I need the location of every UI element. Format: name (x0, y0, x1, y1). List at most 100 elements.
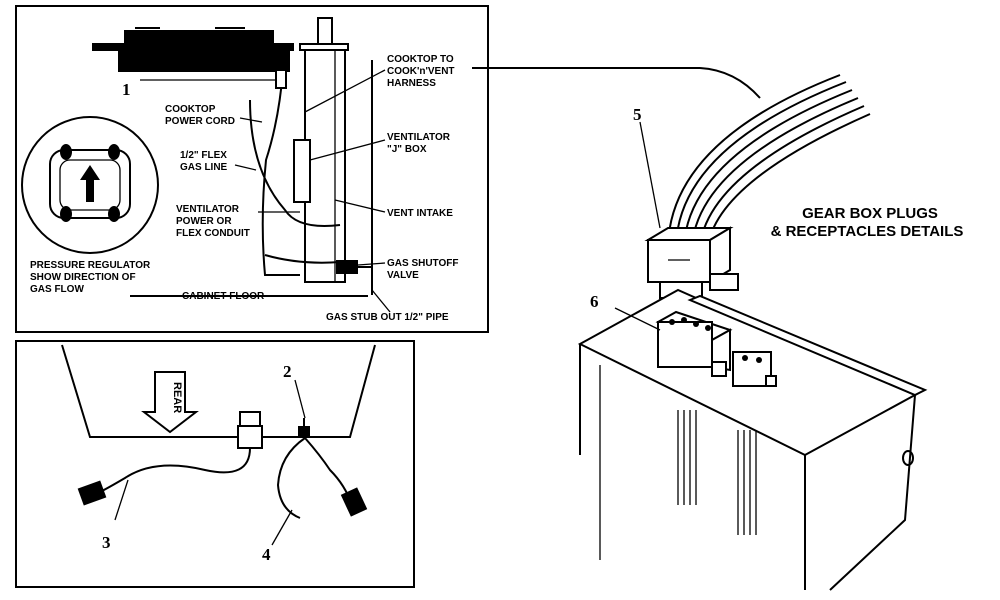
detail-title-2: & RECEPTACLES DETAILS (771, 223, 964, 240)
label-j-box-1: VENTILATOR (387, 132, 451, 143)
label-gas-shutoff-2: VALVE (387, 270, 419, 281)
regulator-circle (21, 116, 159, 254)
pin-hole (742, 355, 748, 361)
leader-power-cord (239, 117, 263, 123)
gear-box-right-edge (829, 394, 916, 591)
cable-wire (699, 105, 865, 246)
callout-4: 4 (262, 545, 271, 564)
detail-title-1: GEAR BOX PLUGS (802, 205, 938, 222)
gas-shutoff-valve (336, 260, 358, 274)
bottom-panel-frame (15, 340, 415, 588)
pin-hole (693, 321, 699, 327)
leader-2 (294, 379, 306, 419)
regulator-inner (59, 159, 121, 211)
leader-5 (639, 121, 661, 229)
receptacle-6-side (711, 328, 731, 372)
gear-box-hole (902, 450, 914, 466)
label-ventilator-power-3: FLEX CONDUIT (176, 228, 250, 239)
pin-hole (669, 319, 675, 325)
label-cooktop-power-cord-2: POWER CORD (165, 116, 235, 127)
label-cooktop-power-cord-1: COOKTOP (165, 104, 216, 115)
label-gas-stub: GAS STUB OUT 1/2" PIPE (326, 312, 449, 323)
callout-1: 1 (122, 80, 131, 99)
leader-gas-shutoff (357, 262, 386, 266)
j-box (293, 139, 311, 203)
leader-3 (114, 479, 129, 521)
cooktop-top (92, 43, 294, 51)
leader-harness (304, 69, 386, 113)
gear-box-detail: 5 6 GEAR BOX PLUGS & RECEPTACLES DETAILS (472, 67, 964, 591)
label-pressure-regulator-2: SHOW DIRECTION OF (30, 272, 136, 283)
small-receptacle-latch (765, 375, 777, 387)
cable-wire (683, 89, 853, 246)
pin-hole (756, 357, 762, 363)
gas-line-path (249, 99, 341, 227)
plug-5-front (647, 239, 711, 283)
leader-6 (614, 307, 661, 331)
leader-gas-line (234, 164, 257, 171)
receptacle-6-front (657, 321, 713, 368)
receptacle-6-latch (711, 361, 727, 377)
plug-5-side (709, 226, 731, 284)
rear-arrow-icon (141, 371, 199, 434)
regulator-bolt (60, 144, 72, 160)
gear-box-receptacle-6 (655, 310, 777, 387)
harness-leader-curve (699, 67, 761, 99)
label-cabinet-floor: CABINET FLOOR (182, 291, 265, 302)
cable-wire (667, 74, 841, 246)
bottom-panel: REAR 2 3 4 (15, 340, 415, 588)
gear-box-lip (687, 294, 928, 397)
rear-arrow: REAR (141, 371, 199, 434)
cooktop (92, 27, 294, 72)
cable-wire (675, 81, 847, 246)
cord-plug-top (239, 411, 261, 427)
regulator-bolt (108, 144, 120, 160)
harness-cable-bundle (667, 74, 871, 246)
power-cord-path (261, 69, 300, 276)
regulator-bolt (60, 206, 72, 222)
vent-flange (299, 43, 349, 51)
label-harness-3: HARNESS (387, 78, 436, 89)
cooktop-underside (61, 344, 376, 438)
vent-column (293, 17, 373, 295)
cable-wire (691, 97, 859, 246)
label-gas-shutoff-1: GAS SHUTOFF (387, 258, 458, 269)
cooktop-body (118, 50, 290, 72)
cord-4-clamp (298, 426, 310, 438)
label-pressure-regulator-1: PRESSURE REGULATOR (30, 260, 151, 271)
callout-2: 2 (283, 362, 292, 381)
cord-3-path (99, 447, 251, 493)
callout-3: 3 (102, 533, 111, 552)
leader-gas-stub (371, 289, 391, 313)
pin-hole (681, 317, 687, 323)
regulator-bolt (108, 206, 120, 222)
cord-plug-body (237, 425, 263, 449)
leader-4 (271, 509, 293, 546)
ventilator-power-path (264, 254, 341, 264)
pin-hole (705, 325, 711, 331)
callout-5: 5 (633, 105, 642, 124)
leader-j-box (309, 139, 386, 161)
leader-vent-intake (334, 199, 386, 213)
top-panel: 1 COOKTOP POWER CORD 1/2" FLEX GAS LINE … (15, 5, 489, 333)
cord-4-path-b (276, 437, 306, 519)
regulator-body (49, 149, 131, 219)
label-flex-gas-line-2: GAS LINE (180, 162, 228, 173)
power-connector (275, 69, 287, 89)
cooktop-burners (124, 30, 274, 44)
label-harness-2: COOK'n'VENT (387, 66, 455, 77)
label-vent-intake: VENT INTAKE (387, 208, 453, 219)
label-ventilator-power-2: POWER OR (176, 216, 232, 227)
rear-label: REAR (171, 382, 183, 413)
gear-box-plug-5 (644, 226, 739, 299)
gear-box-body (577, 288, 928, 591)
flow-arrow-icon (80, 165, 100, 202)
vent-housing (304, 46, 346, 283)
cord-3-connector (77, 480, 107, 506)
cord-4-plug (340, 487, 368, 517)
small-receptacle (732, 351, 772, 387)
label-harness-1: COOKTOP TO (387, 54, 454, 65)
label-flex-gas-line-1: 1/2" FLEX (180, 150, 227, 161)
